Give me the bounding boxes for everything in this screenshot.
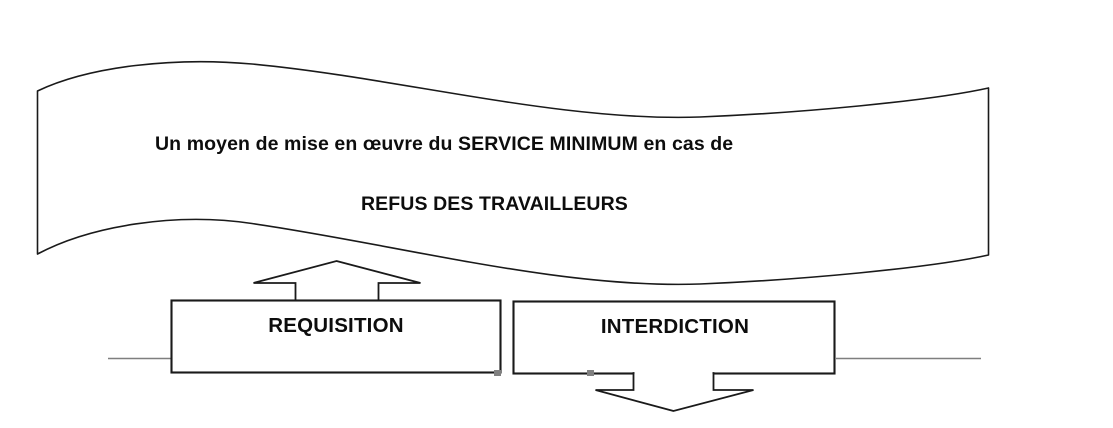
- selection-handle-interdiction[interactable]: [587, 370, 594, 376]
- down-arrow-from-interdiction[interactable]: [595, 372, 754, 412]
- banner-title-line-2: REFUS DES TRAVAILLEURS: [361, 193, 628, 215]
- wavy-ribbon-banner[interactable]: Un moyen de mise en œuvre du SERVICE MIN…: [36, 60, 990, 286]
- interdiction-box-label: INTERDICTION: [601, 315, 749, 338]
- requisition-box-label: REQUISITION: [268, 314, 403, 337]
- box-requisition[interactable]: REQUISITION: [170, 299, 502, 374]
- requisition-box-rect[interactable]: [170, 299, 502, 374]
- banner-title-line-1: Un moyen de mise en œuvre du SERVICE MIN…: [155, 133, 733, 155]
- selection-handle-requisition[interactable]: [494, 370, 501, 376]
- box-interdiction[interactable]: INTERDICTION: [512, 300, 836, 375]
- banner-shape[interactable]: [36, 60, 990, 286]
